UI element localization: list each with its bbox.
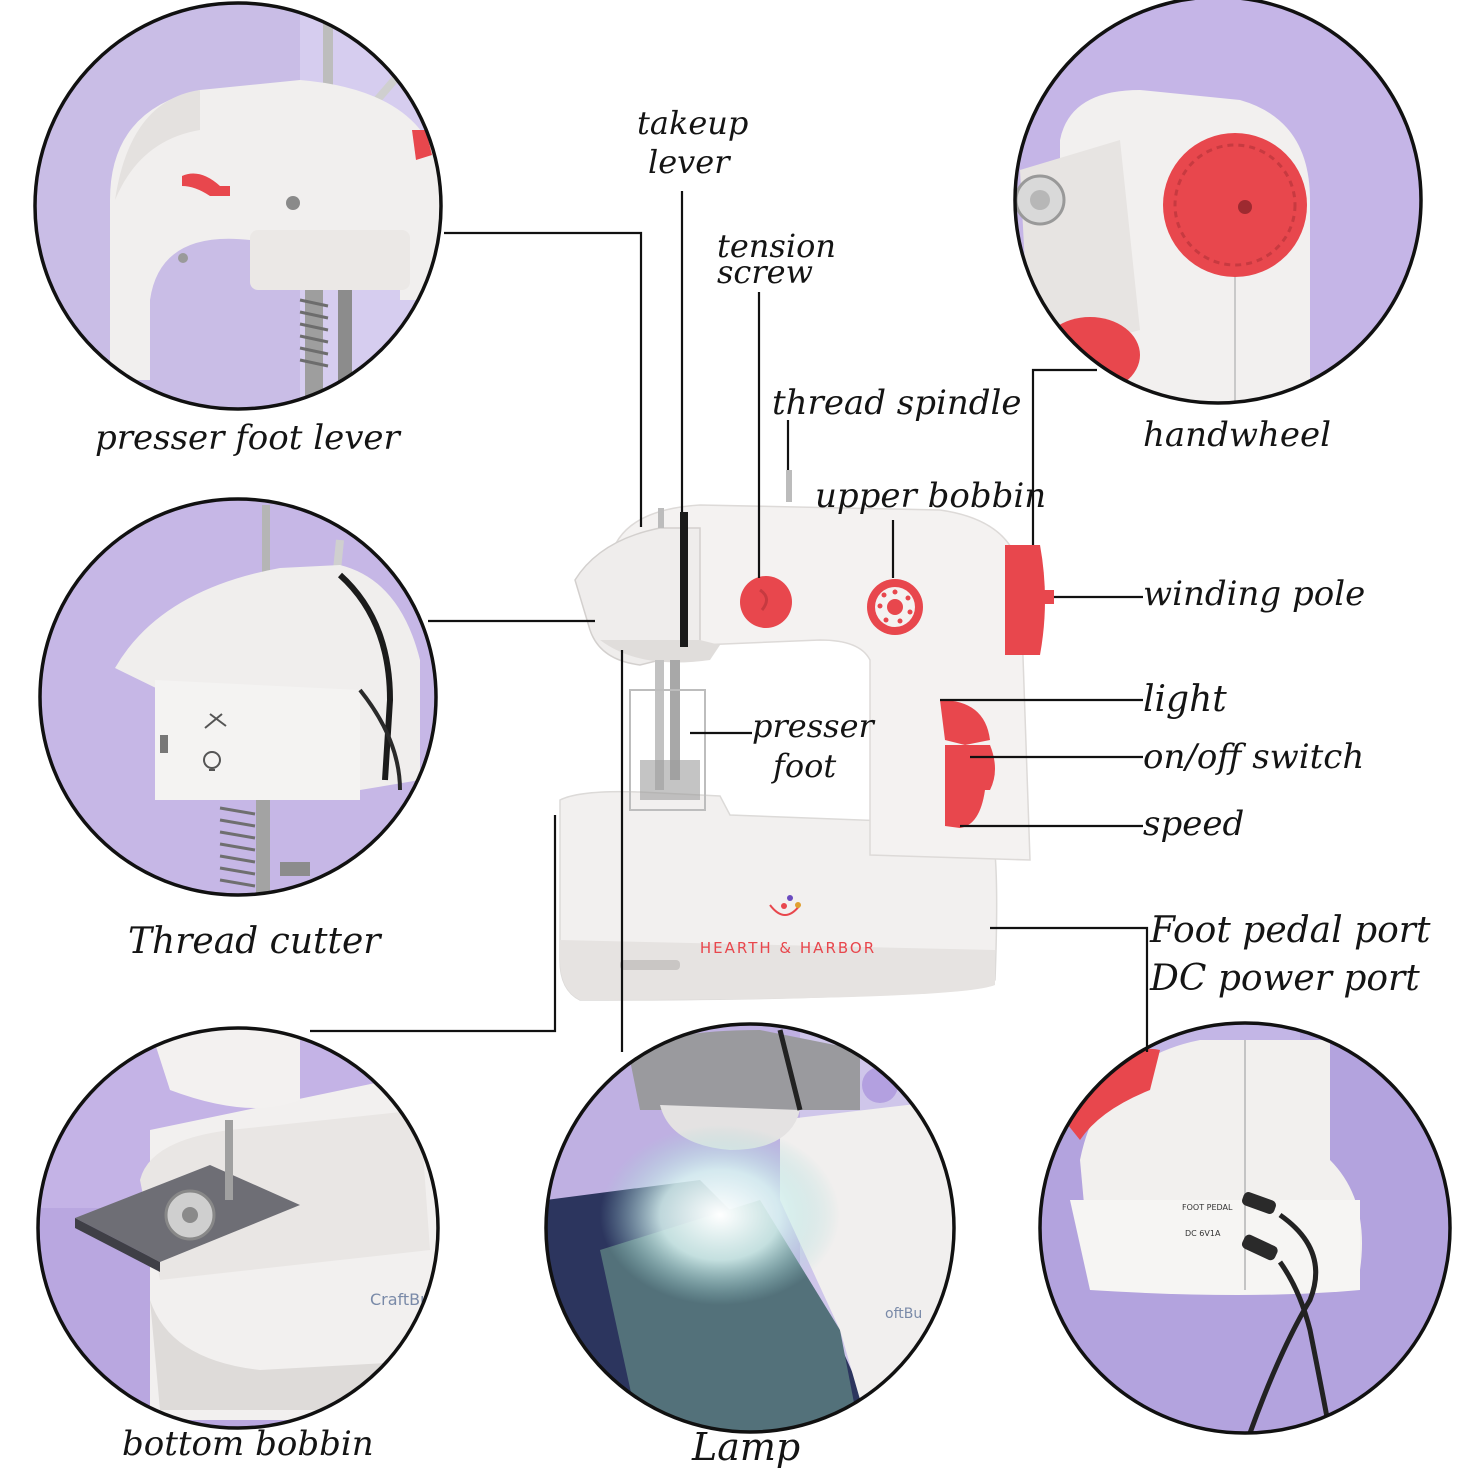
speed-switch-icon	[945, 790, 985, 828]
leader-presser-foot-lever	[444, 231, 643, 527]
label-screw: screw	[717, 253, 813, 291]
lamp-glow-icon	[600, 1125, 840, 1305]
leader-handwheel	[1031, 368, 1097, 545]
main-sewing-machine: HEARTH & HARBOR	[559, 470, 1054, 1001]
detail-circle-thread-cutter	[38, 497, 438, 897]
label-on-off-switch: on/off switch	[1143, 737, 1364, 777]
detail-circle-handwheel	[1013, 0, 1423, 405]
label-bottom-bobbin: bottom bobbin	[122, 1424, 374, 1464]
winding-pole-icon	[1005, 545, 1045, 655]
label-winding-pole: winding pole	[1143, 574, 1365, 614]
label-dc-power-port: DC power port	[1149, 958, 1420, 999]
foot-pedal-port-text: FOOT PEDAL	[1182, 1203, 1233, 1212]
detail-circle-presser-foot-lever	[33, 1, 443, 411]
label-handwheel: handwheel	[1143, 415, 1331, 455]
label-thread-cutter: Thread cutter	[128, 921, 382, 962]
lever-red-icon	[182, 173, 230, 196]
label-thread-spindle: thread spindle	[772, 383, 1022, 423]
label-presser-foot-lever: presser foot lever	[95, 418, 402, 458]
label-foot: foot	[771, 747, 836, 785]
brand-logo-text: CraftBud	[370, 1290, 440, 1309]
svg-text:oftBu: oftBu	[885, 1306, 922, 1322]
label-upper-bobbin: upper bobbin	[815, 476, 1046, 516]
detail-circle-bottom-bobbin: CraftBud	[36, 1026, 440, 1430]
label-takeup: takeup	[637, 104, 748, 142]
light-switch-icon	[940, 700, 990, 745]
detail-circle-ports: FOOT PEDAL DC 6V1A	[1038, 1021, 1452, 1435]
label-foot-pedal-port: Foot pedal port	[1149, 910, 1431, 951]
dc-port-text: DC 6V1A	[1185, 1229, 1221, 1238]
leader-ports	[990, 926, 1149, 1052]
label-presser: presser	[752, 707, 876, 745]
label-tension: tension	[717, 227, 836, 265]
brand-name: HEARTH & HARBOR	[700, 939, 876, 957]
handwheel-icon	[1163, 133, 1307, 277]
label-speed: speed	[1143, 804, 1244, 844]
detail-circle-lamp: oftBu	[544, 1022, 956, 1434]
brand-logo-icon	[769, 895, 801, 916]
label-lever: lever	[648, 143, 731, 181]
label-light: light	[1143, 679, 1227, 720]
callout-labels: takeup lever tension screw thread spindl…	[95, 104, 1431, 1469]
on-off-switch-icon	[945, 745, 995, 790]
leader-lines	[310, 191, 1149, 1052]
leader-bottom-bobbin	[310, 815, 557, 1033]
label-lamp: Lamp	[691, 1425, 800, 1469]
